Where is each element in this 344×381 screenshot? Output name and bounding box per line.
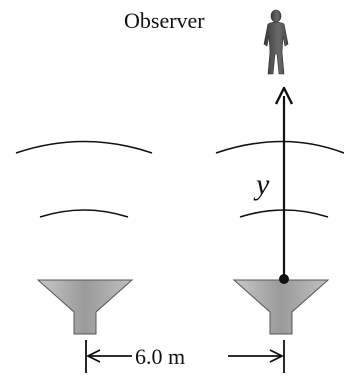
right-speaker-icon	[232, 279, 330, 335]
left-speaker-icon	[36, 279, 134, 335]
left-wavefront-outer	[15, 140, 153, 154]
distance-variable-label: y	[253, 168, 270, 201]
observer-icon	[263, 9, 289, 75]
observer-label: Observer	[124, 8, 205, 33]
distance-arrow	[274, 86, 294, 284]
left-wavefront-inner	[39, 209, 129, 218]
separation-dimension	[85, 340, 285, 373]
separation-label: 6.0 m	[135, 344, 185, 369]
right-wavefront-outer	[215, 140, 344, 154]
